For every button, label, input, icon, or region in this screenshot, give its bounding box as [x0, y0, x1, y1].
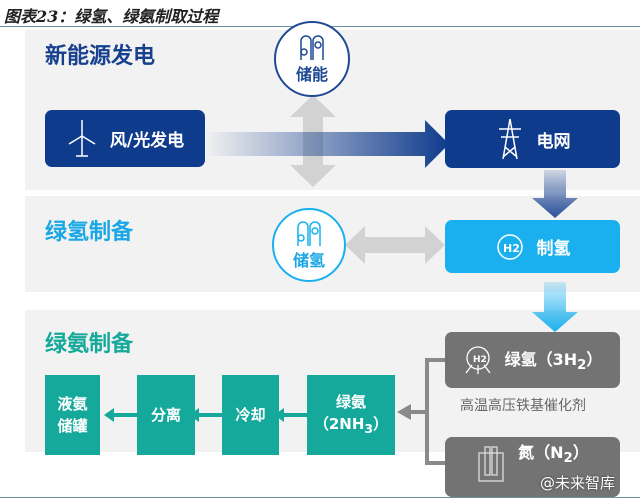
hydrogen-heading: 绿氢制备 [45, 220, 134, 245]
tank-label: 液氨储罐 [57, 395, 88, 435]
energy-storage-node: 储能 [274, 21, 350, 97]
h2-cycle-icon: H2 [465, 346, 491, 374]
watermark: @未来智库 [540, 474, 616, 492]
hydrogen-production-box: H2 制氢 [445, 220, 620, 273]
nitrogen-input-box: 氮（N2） [445, 437, 620, 497]
ammonia-heading: 绿氨制备 [45, 332, 134, 357]
wind-solar-label: 风/光发电 [109, 131, 185, 151]
nh3-close: ） [373, 414, 389, 433]
h2-icon: H2 [496, 233, 523, 260]
liquid-ammonia-tank-box: 液氨储罐 [45, 375, 100, 455]
nh3-line1: 绿氨 [335, 392, 366, 411]
hydrogen-storage-double-arrow [345, 226, 445, 264]
bottom-divider [0, 497, 640, 498]
wind-turbine-icon [68, 119, 96, 157]
nitrogen-label: 氮（N2） [518, 443, 589, 467]
storage-label: 储能 [295, 65, 328, 84]
figure-title: 图表23：绿氢、绿氨制取过程 [4, 7, 219, 26]
grid-to-hydrogen-arrow [532, 170, 578, 218]
separation-box: 分离 [137, 375, 195, 455]
reactant-merge-connector [397, 358, 445, 465]
green-hydrogen-input-box: H2 绿氢（3H2） [445, 332, 620, 388]
power-grid-label: 电网 [536, 131, 571, 152]
svg-text:H2: H2 [473, 355, 487, 365]
green-hydrogen-label: 绿氢（3H2） [504, 350, 603, 374]
power-grid-box: 电网 [445, 110, 620, 168]
hydrogen-storage-label: 储氢 [292, 251, 325, 270]
cooling-box: 冷却 [222, 375, 279, 455]
hydrogen-production-label: 制氢 [536, 239, 571, 259]
catalyst-label: 高温高压铁基催化剂 [460, 398, 586, 414]
nh3-formula: （2NH [313, 414, 365, 433]
power-heading: 新能源发电 [45, 44, 156, 69]
wind-solar-box: 风/光发电 [45, 110, 205, 167]
storage-tank-icon [300, 35, 324, 60]
storage-tank-icon [297, 221, 321, 246]
transmission-tower-icon [498, 118, 521, 160]
nitrogen-reactor-icon [478, 446, 504, 482]
process-arrows [104, 408, 307, 422]
hydrogen-to-ammonia-arrow [532, 282, 578, 332]
svg-text:H2: H2 [503, 242, 520, 255]
power-flow-arrow [205, 120, 449, 168]
green-ammonia-box: 绿氨 （2NH3） [307, 375, 395, 455]
nh3-subscript: 3 [364, 420, 374, 436]
hydrogen-storage-node: 储氢 [272, 208, 346, 282]
